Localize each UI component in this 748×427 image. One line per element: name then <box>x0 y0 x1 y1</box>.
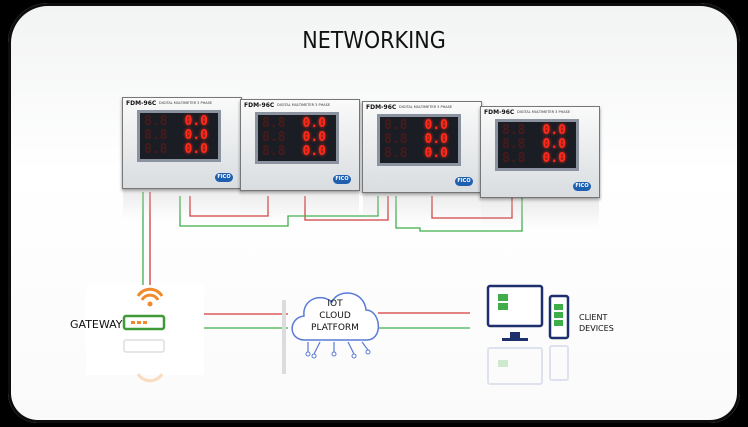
meter-subtitle: DIGITAL MULTIMETER 3 PHASE <box>517 110 571 114</box>
meter-reading-ghost: 8.8 <box>384 118 408 133</box>
meter-reading-ghost: 8.8 <box>144 128 168 143</box>
client-devices-icon <box>486 284 570 385</box>
meter-brand: FICO <box>573 182 591 191</box>
meter-display: 0.0 8.8 0.0 8.8 0.0 8.8 <box>377 114 461 166</box>
cloud-label-line: IOT <box>327 299 343 309</box>
gateway-icon <box>122 287 166 383</box>
meter-reading: 0.0 <box>424 118 448 133</box>
cloud-label-line: PLATFORM <box>311 323 359 333</box>
diagram-title: NETWORKING <box>302 28 446 54</box>
meter-model: FDM-96C <box>366 104 397 111</box>
meter-reading-ghost: 8.8 <box>262 144 286 159</box>
meter-reading-ghost: 8.8 <box>262 130 286 145</box>
cloud-label-line: CLOUD <box>319 311 351 321</box>
meter-reading-ghost: 8.8 <box>384 146 408 161</box>
meter-reflection <box>123 190 241 220</box>
meter-reading: 0.0 <box>184 142 208 157</box>
wire-red-meters-2 <box>304 196 389 221</box>
meter-reading: 0.0 <box>424 132 448 147</box>
client-label-line: CLIENT <box>579 313 608 322</box>
meter-subtitle: DIGITAL MULTIMETER 3 PHASE <box>159 101 213 105</box>
meter-display: 0.0 8.8 0.0 8.8 0.0 8.8 <box>255 112 339 164</box>
gateway-label: GATEWAY <box>70 318 123 331</box>
meter-brand: FICO <box>333 175 351 184</box>
meter-reading: 0.0 <box>302 144 326 159</box>
meter-model: FDM-96C <box>126 100 157 107</box>
meter-reading: 0.0 <box>302 116 326 131</box>
meter-reflection <box>363 194 481 224</box>
meter-subtitle: DIGITAL MULTIMETER 3 PHASE <box>399 105 453 109</box>
cloud-label: IOT CLOUD PLATFORM <box>304 298 366 334</box>
meter-reading-ghost: 8.8 <box>502 137 526 152</box>
client-devices-label: CLIENT DEVICES <box>579 312 614 334</box>
meter-reading-ghost: 8.8 <box>144 114 168 129</box>
meter-reading: 0.0 <box>542 123 566 138</box>
meter-1: FDM-96C DIGITAL MULTIMETER 3 PHASE 0.0 8.… <box>122 97 242 220</box>
meter-model: FDM-96C <box>484 109 515 116</box>
meter-reading-ghost: 8.8 <box>262 116 286 131</box>
client-label-line: DEVICES <box>579 324 614 333</box>
wire-red-meters-3 <box>431 196 513 219</box>
meter-brand: FICO <box>215 173 233 182</box>
meter-model: FDM-96C <box>244 102 275 109</box>
meter-brand: FICO <box>455 177 473 186</box>
meter-reflection <box>241 192 359 222</box>
wire-green-meters <box>179 196 379 227</box>
meter-reflection <box>481 199 599 229</box>
meter-reading-ghost: 8.8 <box>384 132 408 147</box>
meter-2: FDM-96C DIGITAL MULTIMETER 3 PHASE 0.0 8.… <box>240 99 360 222</box>
meter-reading: 0.0 <box>302 130 326 145</box>
meter-reading: 0.0 <box>184 128 208 143</box>
cloud-icon <box>291 292 379 359</box>
meter-reading: 0.0 <box>542 137 566 152</box>
meter-reading-ghost: 8.8 <box>144 142 168 157</box>
meter-reading: 0.0 <box>424 146 448 161</box>
separator-post <box>282 300 286 374</box>
meter-display: 0.0 8.8 0.0 8.8 0.0 8.8 <box>495 119 579 171</box>
meter-reading-ghost: 8.8 <box>502 123 526 138</box>
wire-red-meters <box>189 196 269 217</box>
meter-reading: 0.0 <box>542 151 566 166</box>
meter-reading: 0.0 <box>184 114 208 129</box>
wire-green-meters-2 <box>395 196 523 232</box>
meter-subtitle: DIGITAL MULTIMETER 3 PHASE <box>277 103 331 107</box>
meter-3: FDM-96C DIGITAL MULTIMETER 3 PHASE 0.0 8.… <box>362 101 482 224</box>
meter-display: 0.0 8.8 0.0 8.8 0.0 8.8 <box>137 110 221 162</box>
meter-4: FDM-96C DIGITAL MULTIMETER 3 PHASE 0.0 8.… <box>480 106 600 229</box>
meter-reading-ghost: 8.8 <box>502 151 526 166</box>
